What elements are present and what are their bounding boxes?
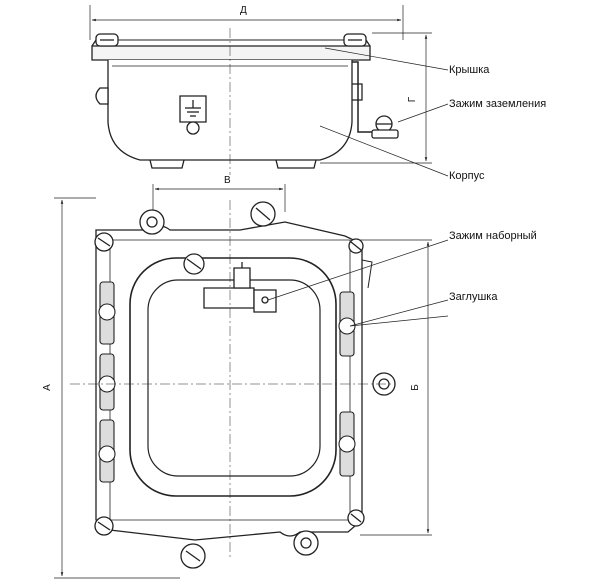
dimension-a: А [41,384,53,391]
screw-icon [95,233,364,535]
left-clamps [99,282,115,482]
cover-screw-right [344,34,366,46]
mount-lug-bottom-right [294,531,318,555]
label-cover: Крышка [449,64,490,76]
ground-symbol-icon [180,96,206,134]
label-terminal-clamp: Зажим наборный [449,230,537,242]
dimension-g: Г [407,96,419,103]
label-plug: Заглушка [449,291,498,303]
plug-icon [362,260,395,395]
right-clamps [339,292,355,476]
dimension-v: В [224,175,231,186]
label-ground-clamp: Зажим заземления [449,98,547,110]
dimension-d: Д [240,5,247,16]
mount-lug-top-left [140,210,164,234]
side-view [90,5,448,176]
mount-lug-bottom-left [181,544,205,568]
label-housing: Корпус [449,170,485,182]
terminal-block [204,262,276,312]
dimension-b: Б [409,384,421,391]
mount-lug-top-right [251,202,275,226]
cover-screw-left [96,34,118,46]
ground-clamp-side [372,116,398,138]
plan-view [54,184,448,578]
